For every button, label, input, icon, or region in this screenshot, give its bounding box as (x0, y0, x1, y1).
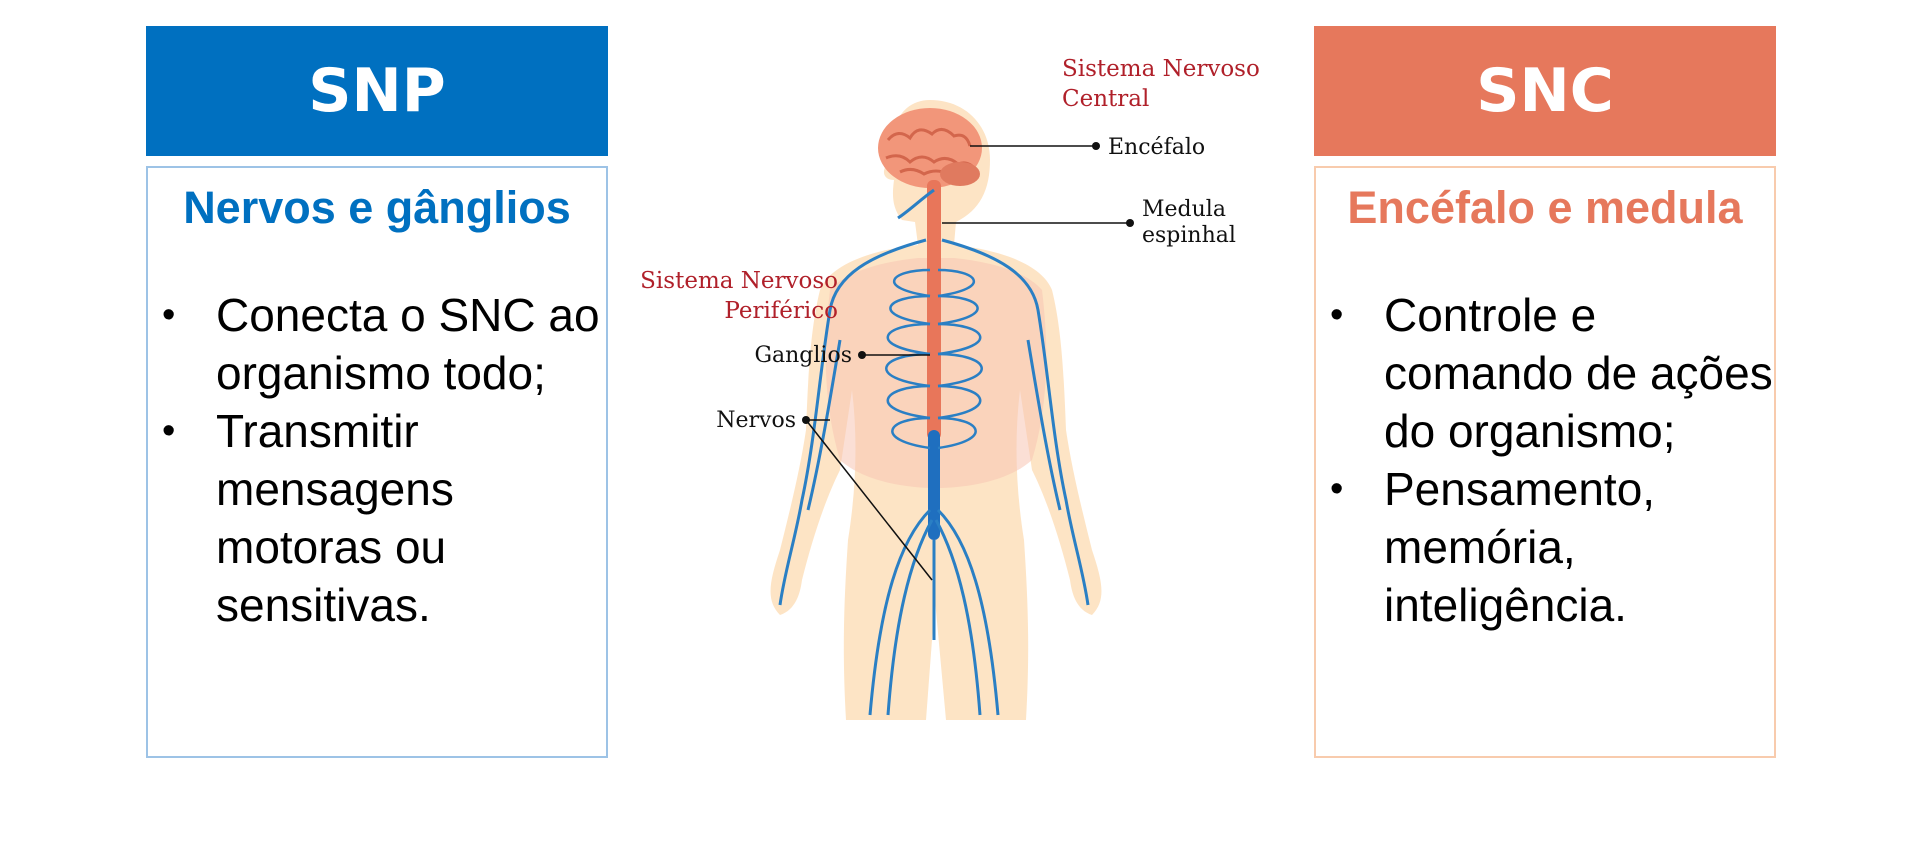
snc-bullet-1: Controle e comando de ações do organismo… (1316, 286, 1774, 460)
central-label-line2: Central (1062, 86, 1149, 112)
medula-leader-dot (1126, 219, 1134, 227)
snc-bullet-2: Pensamento, memória, inteligência. (1316, 460, 1774, 634)
snp-title: SNP (308, 56, 446, 126)
nervos-leader-dot (802, 416, 810, 424)
peripheral-label-line1: Sistema Nervoso (640, 268, 838, 294)
nervous-system-diagram: Sistema Nervoso Central Encéfalo Medula … (640, 56, 1260, 720)
snp-bullet-1: Conecta o SNC ao organismo todo; (148, 286, 606, 402)
nervos-leader-line-b (805, 419, 933, 581)
encefalo-label: Encéfalo (1108, 135, 1205, 160)
brain-illustration (878, 108, 982, 188)
nervos-label: Nervos (716, 408, 796, 433)
limb-nerves (778, 188, 1090, 716)
medula-label-line2: espinhal (1142, 223, 1236, 248)
snc-bullet-list: Controle e comando de ações do organismo… (1316, 286, 1774, 634)
snp-bullet-list: Conecta o SNC ao organismo todo; Transmi… (148, 286, 606, 634)
peripheral-label-line2: Periférico (724, 298, 838, 324)
spinal-cord (927, 180, 941, 540)
snp-subtitle: Nervos e gânglios (183, 182, 571, 233)
encefalo-leader-dot (1092, 142, 1100, 150)
snp-panel: Nervos e gânglios Conecta o SNC ao organ… (146, 166, 608, 758)
medula-label-line1: Medula (1142, 197, 1226, 222)
snc-subtitle: Encéfalo e medula (1347, 182, 1743, 233)
snp-bullet-2: Transmitir mensagens motoras ou sensitiv… (148, 402, 606, 634)
ganglios-label: Ganglios (754, 343, 852, 368)
rib-nerves (885, 268, 983, 450)
snp-header: SNP (146, 26, 608, 156)
snc-panel: Encéfalo e medula Controle e comando de … (1314, 166, 1776, 758)
central-label-line1: Sistema Nervoso (1062, 56, 1260, 82)
snc-header: SNC (1314, 26, 1776, 156)
ganglios-leader-dot (858, 351, 866, 359)
snc-title: SNC (1476, 56, 1614, 126)
